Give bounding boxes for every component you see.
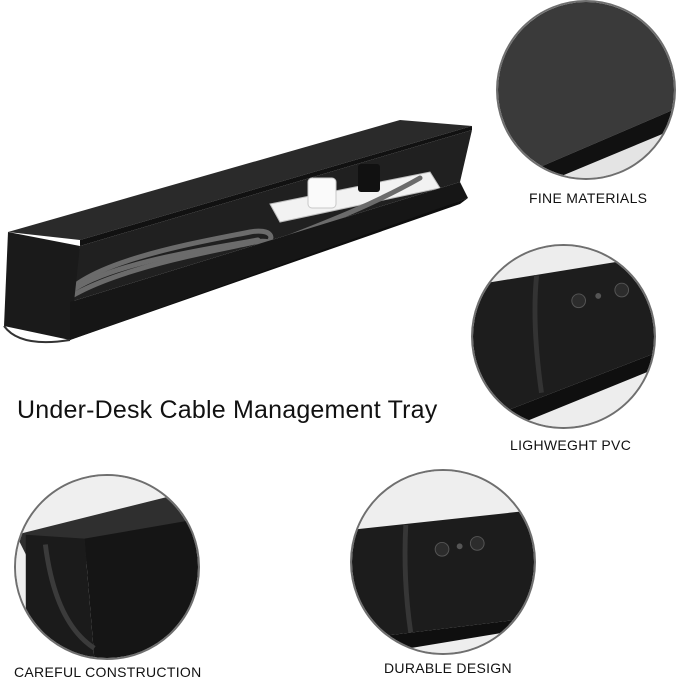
caption-materials: FINE MATERIALS — [529, 190, 648, 206]
cable-tray-image — [3, 120, 472, 344]
tray-top-lip — [8, 120, 472, 240]
tray-front-curve — [3, 325, 71, 344]
detail-circle-durable — [350, 469, 536, 655]
caption-construction: CAREFUL CONSTRUCTION — [14, 664, 202, 680]
caption-pvc: LIGHWEGHT PVC — [510, 437, 632, 453]
tray-front-wall — [4, 232, 80, 340]
detail-circle-materials — [496, 0, 676, 180]
detail-circle-pvc — [471, 244, 656, 429]
detail-circle-construction — [14, 474, 200, 660]
pvc-closeup — [473, 246, 654, 427]
construction-closeup — [16, 476, 198, 658]
tray-lower-front — [70, 182, 468, 340]
durable-closeup — [352, 471, 534, 653]
plug-adapter — [307, 177, 337, 209]
plug-black — [358, 164, 380, 192]
materials-closeup — [498, 2, 674, 178]
caption-durable: DURABLE DESIGN — [384, 660, 512, 676]
tray-top-lip-edge — [80, 126, 472, 246]
product-title: Under-Desk Cable Management Tray — [17, 396, 438, 424]
